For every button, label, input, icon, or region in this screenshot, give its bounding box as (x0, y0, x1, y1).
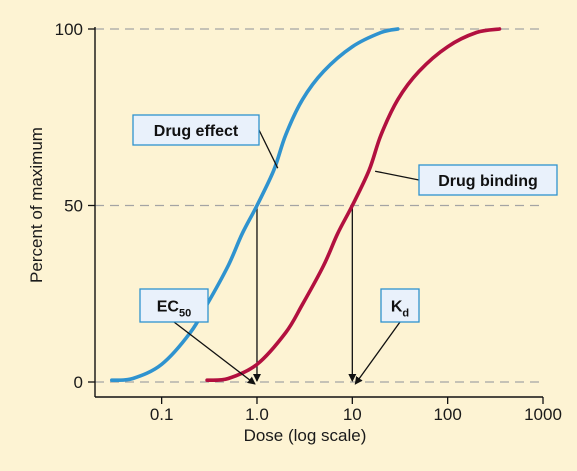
label-main-effect: Drug effect (154, 123, 239, 140)
x-tick-label: 1000 (524, 405, 562, 424)
label-text-binding: Drug binding (438, 173, 538, 190)
x-tick-label: 10 (343, 405, 362, 424)
leader-line-kd (354, 321, 401, 385)
y-tick-label: 0 (74, 373, 83, 392)
label-text-kd: Kd (391, 299, 409, 320)
leader-line-effect (258, 129, 279, 169)
x-tick-label: 1.0 (245, 405, 269, 424)
label-effect: Drug effect (132, 114, 279, 169)
label-main-ec50: EC (157, 299, 180, 316)
label-main-kd: K (391, 299, 403, 316)
y-tick-label: 50 (64, 197, 83, 216)
x-tick-label: 100 (433, 405, 461, 424)
label-text-effect: Drug effect (154, 123, 239, 140)
x-axis-title: Dose (log scale) (244, 426, 367, 445)
x-tick-label: 0.1 (150, 405, 174, 424)
label-main-binding: Drug binding (438, 173, 538, 190)
leader-line-ec50 (173, 321, 256, 385)
label-box-binding (418, 164, 558, 196)
label-kd: Kd (354, 288, 420, 385)
y-axis-title: Percent of maximum (27, 127, 46, 283)
label-ec50: EC50 (139, 288, 256, 385)
label-box-kd (380, 288, 420, 323)
curve-effect (110, 27, 400, 383)
curve-binding (205, 27, 502, 383)
label-box-effect (132, 114, 260, 146)
y-tick-label: 100 (55, 20, 83, 39)
label-binding: Drug binding (374, 164, 558, 196)
leader-line-binding (374, 170, 420, 181)
label-sub-ec50: 50 (179, 308, 191, 320)
label-text-ec50: EC50 (157, 299, 191, 320)
label-box-ec50 (139, 288, 209, 323)
label-sub-kd: d (402, 308, 409, 320)
